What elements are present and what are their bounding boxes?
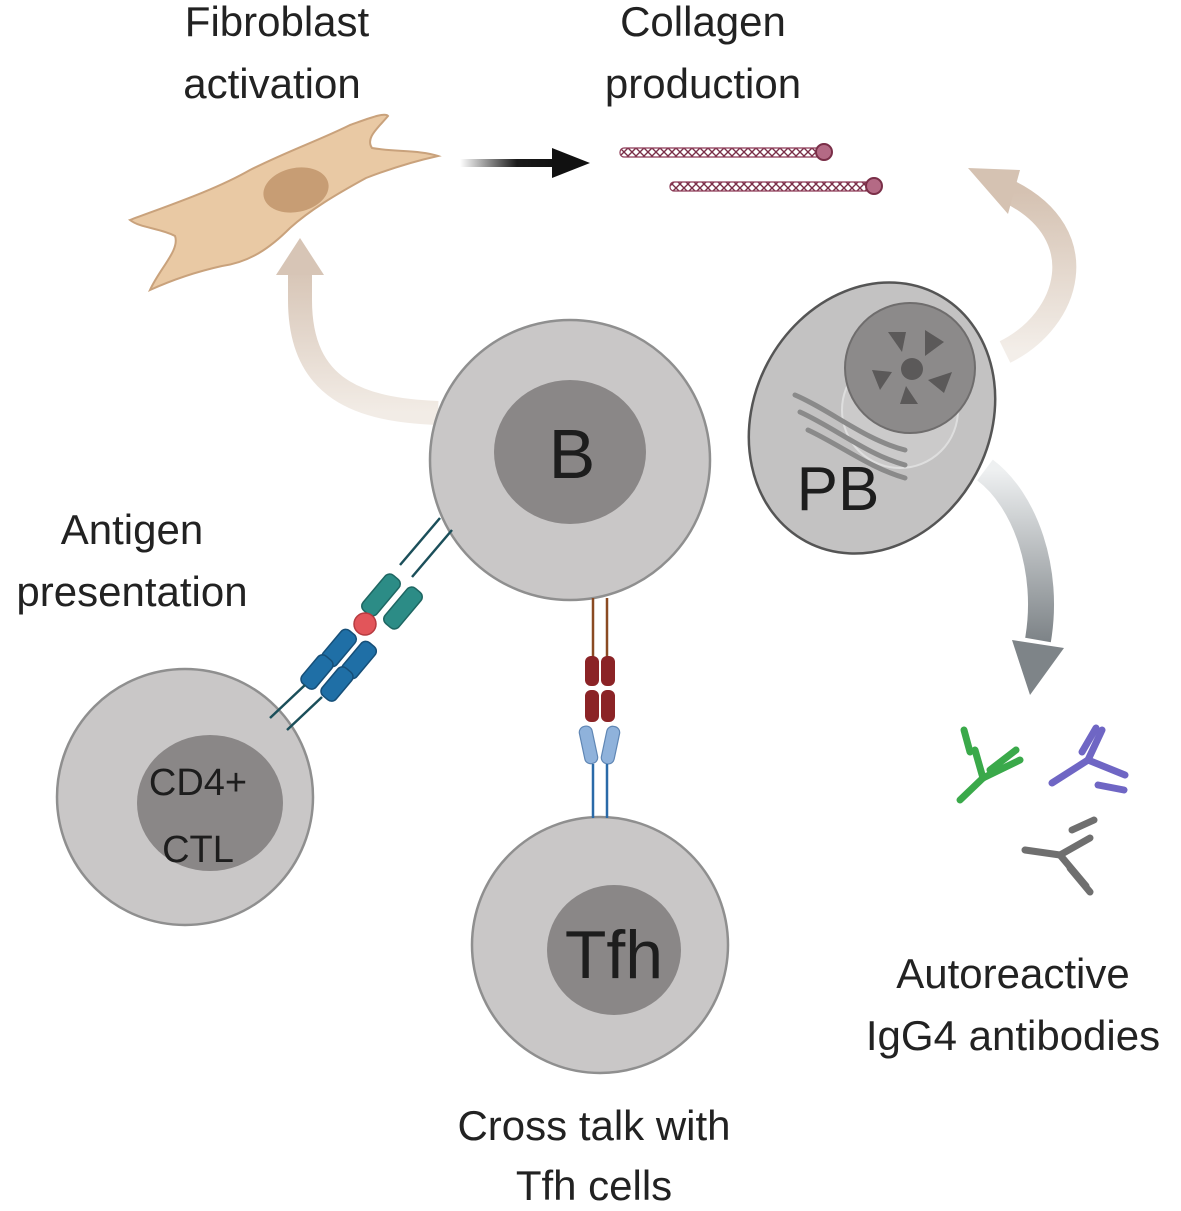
antigen-presentation-label: Antigen presentation bbox=[16, 506, 247, 615]
plasmablast-label: PB bbox=[797, 455, 880, 524]
fibroblast-label-line1: Fibroblast bbox=[185, 0, 370, 45]
collagen-fiber-1 bbox=[619, 143, 833, 161]
cd40l-domain bbox=[585, 690, 599, 722]
cd4-ctl-cell: CD4+ CTL bbox=[55, 667, 315, 927]
cd40l-domain bbox=[585, 656, 599, 686]
cd40l-domain bbox=[601, 656, 615, 686]
collagen-production-label: Collagen production bbox=[605, 0, 801, 107]
tfh-label: Tfh bbox=[565, 917, 663, 993]
pb-to-antibodies-arrow bbox=[976, 459, 1064, 695]
cd4-ctl-nucleus bbox=[137, 735, 283, 871]
collagen-fiber-2 bbox=[669, 177, 883, 195]
b-cell-nucleus bbox=[494, 380, 646, 524]
fibroblast-cell bbox=[127, 113, 442, 293]
pb-to-collagen-arrow bbox=[968, 168, 1077, 363]
fibroblast-activation-label: Fibroblast activation bbox=[183, 0, 369, 107]
cd4-ctl-label-line2: CTL bbox=[162, 829, 234, 871]
tfh-nucleus bbox=[547, 885, 681, 1015]
fibroblast-nucleus bbox=[263, 167, 329, 213]
crosstalk-label-line1: Cross talk with bbox=[457, 1102, 730, 1149]
autoreactive-label-line2: IgG4 antibodies bbox=[866, 1012, 1160, 1059]
autoreactive-label-line1: Autoreactive bbox=[896, 950, 1129, 997]
cross-talk-label: Cross talk with Tfh cells bbox=[457, 1102, 730, 1209]
antigen-peptide bbox=[353, 612, 377, 636]
b-cell-label: B bbox=[549, 415, 596, 493]
antibody-grey-icon bbox=[1021, 816, 1098, 896]
collagen-label-line1: Collagen bbox=[620, 0, 786, 45]
b-cell: B bbox=[428, 318, 712, 602]
antibody-purple-icon bbox=[1048, 724, 1129, 794]
plasmablast-cell: PB bbox=[747, 281, 997, 555]
collagen-label-line2: production bbox=[605, 60, 801, 107]
antigen-label-line1: Antigen bbox=[61, 506, 203, 553]
cd40-domain bbox=[578, 725, 599, 765]
mhc-domain bbox=[383, 586, 423, 630]
antigen-label-line2: presentation bbox=[16, 568, 247, 615]
cd40-cd40l-complex bbox=[578, 598, 621, 818]
b-to-fibroblast-arrow bbox=[276, 238, 439, 425]
cd40l-domain bbox=[601, 690, 615, 722]
plasmablast-chromatin-icon bbox=[872, 330, 952, 404]
crosstalk-label-line2: Tfh cells bbox=[516, 1162, 672, 1206]
autoreactive-igg4-label: Autoreactive IgG4 antibodies bbox=[866, 950, 1160, 1059]
cd4-ctl-label-line1: CD4+ bbox=[149, 762, 247, 804]
tfh-cell: Tfh bbox=[470, 815, 730, 1075]
fibroblast-label-line2: activation bbox=[183, 60, 360, 107]
mhc-tcr-complex bbox=[269, 517, 453, 731]
antibody-green-icon bbox=[956, 726, 1024, 804]
fibroblast-to-collagen-arrow bbox=[460, 148, 590, 178]
cd40-domain bbox=[600, 725, 621, 765]
tcr-domain bbox=[320, 666, 354, 702]
plasmablast-er-icon bbox=[792, 392, 908, 481]
